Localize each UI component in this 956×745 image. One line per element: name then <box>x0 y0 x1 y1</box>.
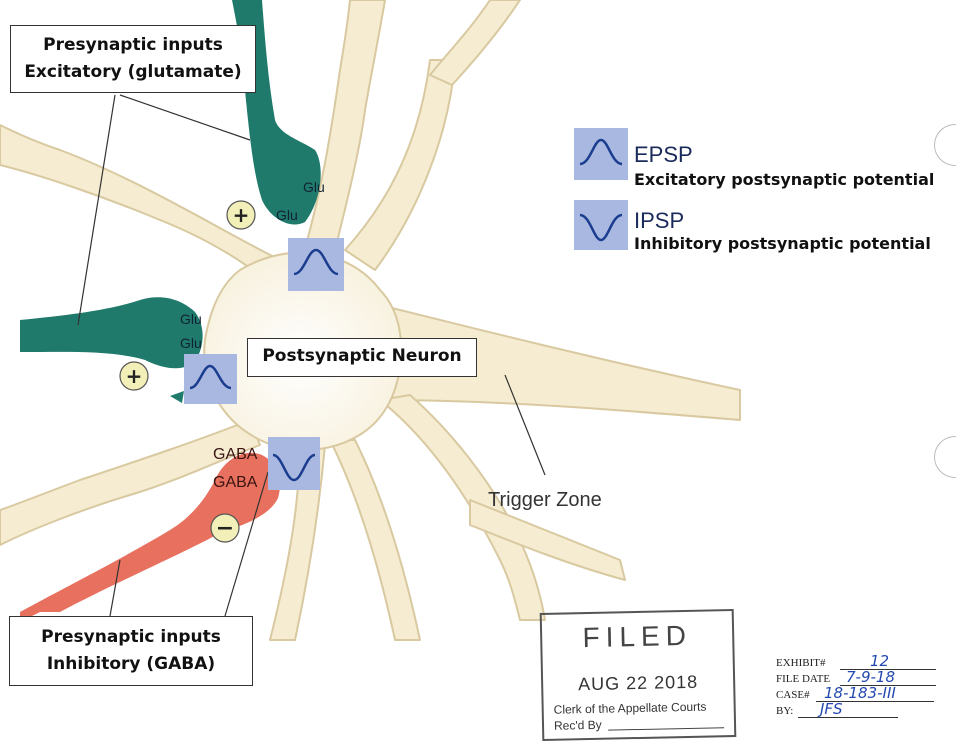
exhibit-label: EXHIBIT# <box>776 657 826 669</box>
callout-excitatory-inputs: Presynaptic inputs Excitatory (glutamate… <box>10 25 256 93</box>
callout-neuron-label: Postsynaptic Neuron <box>248 339 476 374</box>
by-row: BY: JFS <box>776 702 946 718</box>
legend-ipsp-icon <box>574 200 628 250</box>
stamp-filed-text: FILED <box>542 619 733 655</box>
release-marker <box>170 391 184 403</box>
glu-label-2: Glu <box>276 207 298 223</box>
plus-sign-left: + <box>126 364 143 388</box>
case-label: CASE# <box>776 689 810 701</box>
callout-excitatory-line1: Presynaptic inputs <box>11 32 255 59</box>
by-value: JFS <box>820 700 843 718</box>
gaba-label-2: GABA <box>213 474 258 491</box>
epsp-marker-left <box>184 354 237 404</box>
gaba-label-1: GABA <box>213 446 258 463</box>
legend-ipsp-description: Inhibitory postsynaptic potential <box>634 234 931 253</box>
stamp-clerk: Clerk of the Appellate Courts <box>554 700 707 717</box>
stamp-recd-line <box>608 727 724 730</box>
callout-postsynaptic-neuron: Postsynaptic Neuron <box>247 338 477 377</box>
by-line <box>798 717 898 718</box>
callout-inhibitory-line2: Inhibitory (GABA) <box>10 651 252 678</box>
filed-stamp: FILED AUG 22 2018 Clerk of the Appellate… <box>540 609 737 741</box>
file-date-label: FILE DATE <box>776 673 830 685</box>
case-row: CASE# 18-183-III <box>776 686 946 702</box>
callout-inhibitory-line1: Presynaptic inputs <box>10 624 252 651</box>
legend-epsp-description: Excitatory postsynaptic potential <box>634 170 934 189</box>
trigger-zone-label: Trigger Zone <box>488 489 602 511</box>
callout-inhibitory-inputs: Presynaptic inputs Inhibitory (GABA) <box>9 616 253 686</box>
glu-label-4: Glu <box>180 335 202 351</box>
legend-epsp-abbr: EPSP <box>634 142 693 168</box>
epsp-marker-top <box>288 238 344 291</box>
minus-sign: − <box>216 516 234 541</box>
excitatory-terminal-left <box>20 297 203 368</box>
by-label: BY: <box>776 705 793 717</box>
stamp-recd-by: Rec'd By <box>554 718 602 733</box>
exhibit-block: EXHIBIT# 12 FILE DATE 7-9-18 CASE# 18-18… <box>776 654 946 718</box>
legend-epsp-icon <box>574 128 628 180</box>
glu-label-1: Glu <box>303 179 325 195</box>
callout-excitatory-line2: Excitatory (glutamate) <box>11 59 255 86</box>
ipsp-marker <box>268 437 320 490</box>
legend-ipsp-abbr: IPSP <box>634 208 684 234</box>
plus-sign-top: + <box>233 203 250 227</box>
stamp-date: AUG 22 2018 <box>543 671 733 696</box>
glu-label-3: Glu <box>180 311 202 327</box>
